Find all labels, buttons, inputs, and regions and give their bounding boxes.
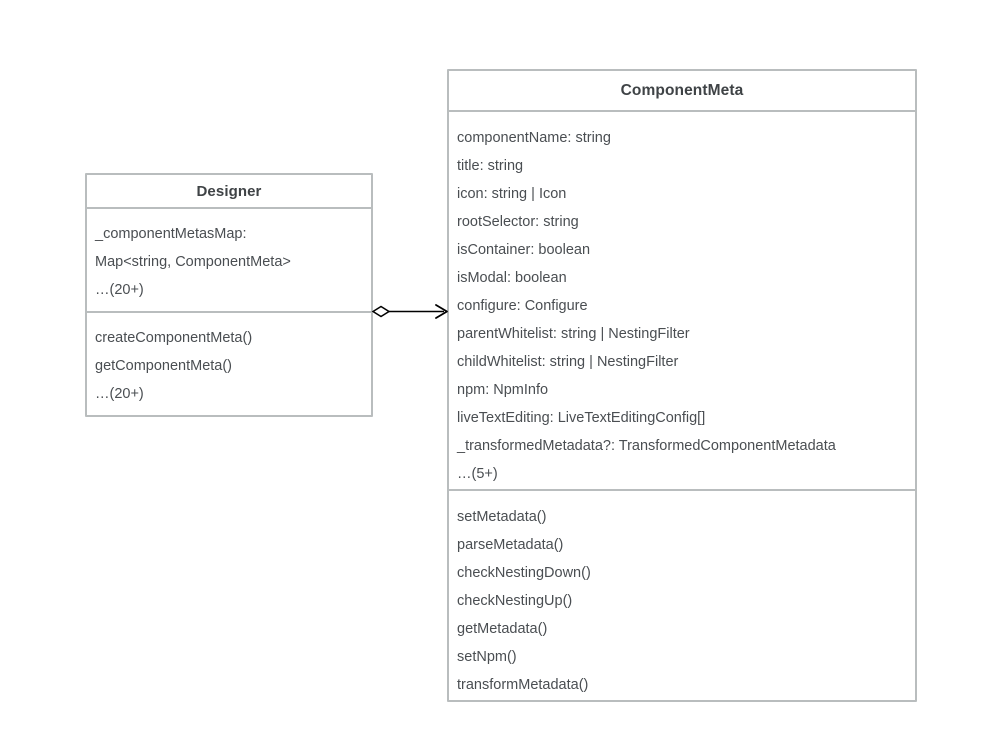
class-attributes-componentmeta: componentName: string title: string icon… — [449, 112, 915, 489]
attribute-row: npm: NpmInfo — [457, 382, 549, 398]
attribute-row: configure: Configure — [457, 298, 588, 314]
attribute-row: icon: string | Icon — [457, 186, 567, 202]
method-row: …(20+) — [95, 386, 144, 402]
uml-class-designer[interactable]: Designer _componentMetasMap: Map<string,… — [85, 173, 373, 417]
method-row: checkNestingDown() — [457, 565, 591, 581]
attribute-row: childWhitelist: string | NestingFilter — [457, 354, 679, 370]
attribute-row: parentWhitelist: string | NestingFilter — [457, 326, 690, 342]
attribute-row: _transformedMetadata?: TransformedCompon… — [457, 438, 836, 454]
attribute-row: title: string — [457, 158, 524, 174]
method-row: transformMetadata() — [457, 677, 589, 693]
attribute-row: componentName: string — [457, 130, 611, 146]
class-title-designer: Designer — [87, 175, 371, 209]
aggregation-connector-designer-to-componentmeta[interactable] — [368, 296, 454, 328]
hollow-diamond-icon — [371, 305, 391, 318]
attribute-row: …(5+) — [457, 466, 498, 482]
method-row: setMetadata() — [457, 509, 547, 525]
class-attributes-designer: _componentMetasMap: Map<string, Componen… — [87, 209, 371, 311]
attribute-row: rootSelector: string — [457, 214, 579, 230]
method-row: parseMetadata() — [457, 537, 564, 553]
attribute-row: liveTextEditing: LiveTextEditingConfig[] — [457, 410, 706, 426]
attribute-row: Map<string, ComponentMeta> — [95, 254, 291, 270]
method-row: getComponentMeta() — [95, 358, 233, 374]
method-row: checkNestingUp() — [457, 593, 573, 609]
class-methods-designer: createComponentMeta() getComponentMeta()… — [87, 311, 371, 415]
open-arrow-icon — [435, 304, 448, 319]
attribute-row: …(20+) — [95, 282, 144, 298]
class-title-componentmeta: ComponentMeta — [449, 71, 915, 112]
method-row: setNpm() — [457, 649, 517, 665]
method-row: createComponentMeta() — [95, 330, 253, 346]
attribute-row: isModal: boolean — [457, 270, 567, 286]
attribute-row: _componentMetasMap: — [95, 226, 247, 242]
uml-class-componentmeta[interactable]: ComponentMeta componentName: string titl… — [447, 69, 917, 702]
method-row: getMetadata() — [457, 621, 548, 637]
class-methods-componentmeta: setMetadata() parseMetadata() checkNesti… — [449, 489, 915, 700]
attribute-row: isContainer: boolean — [457, 242, 591, 258]
